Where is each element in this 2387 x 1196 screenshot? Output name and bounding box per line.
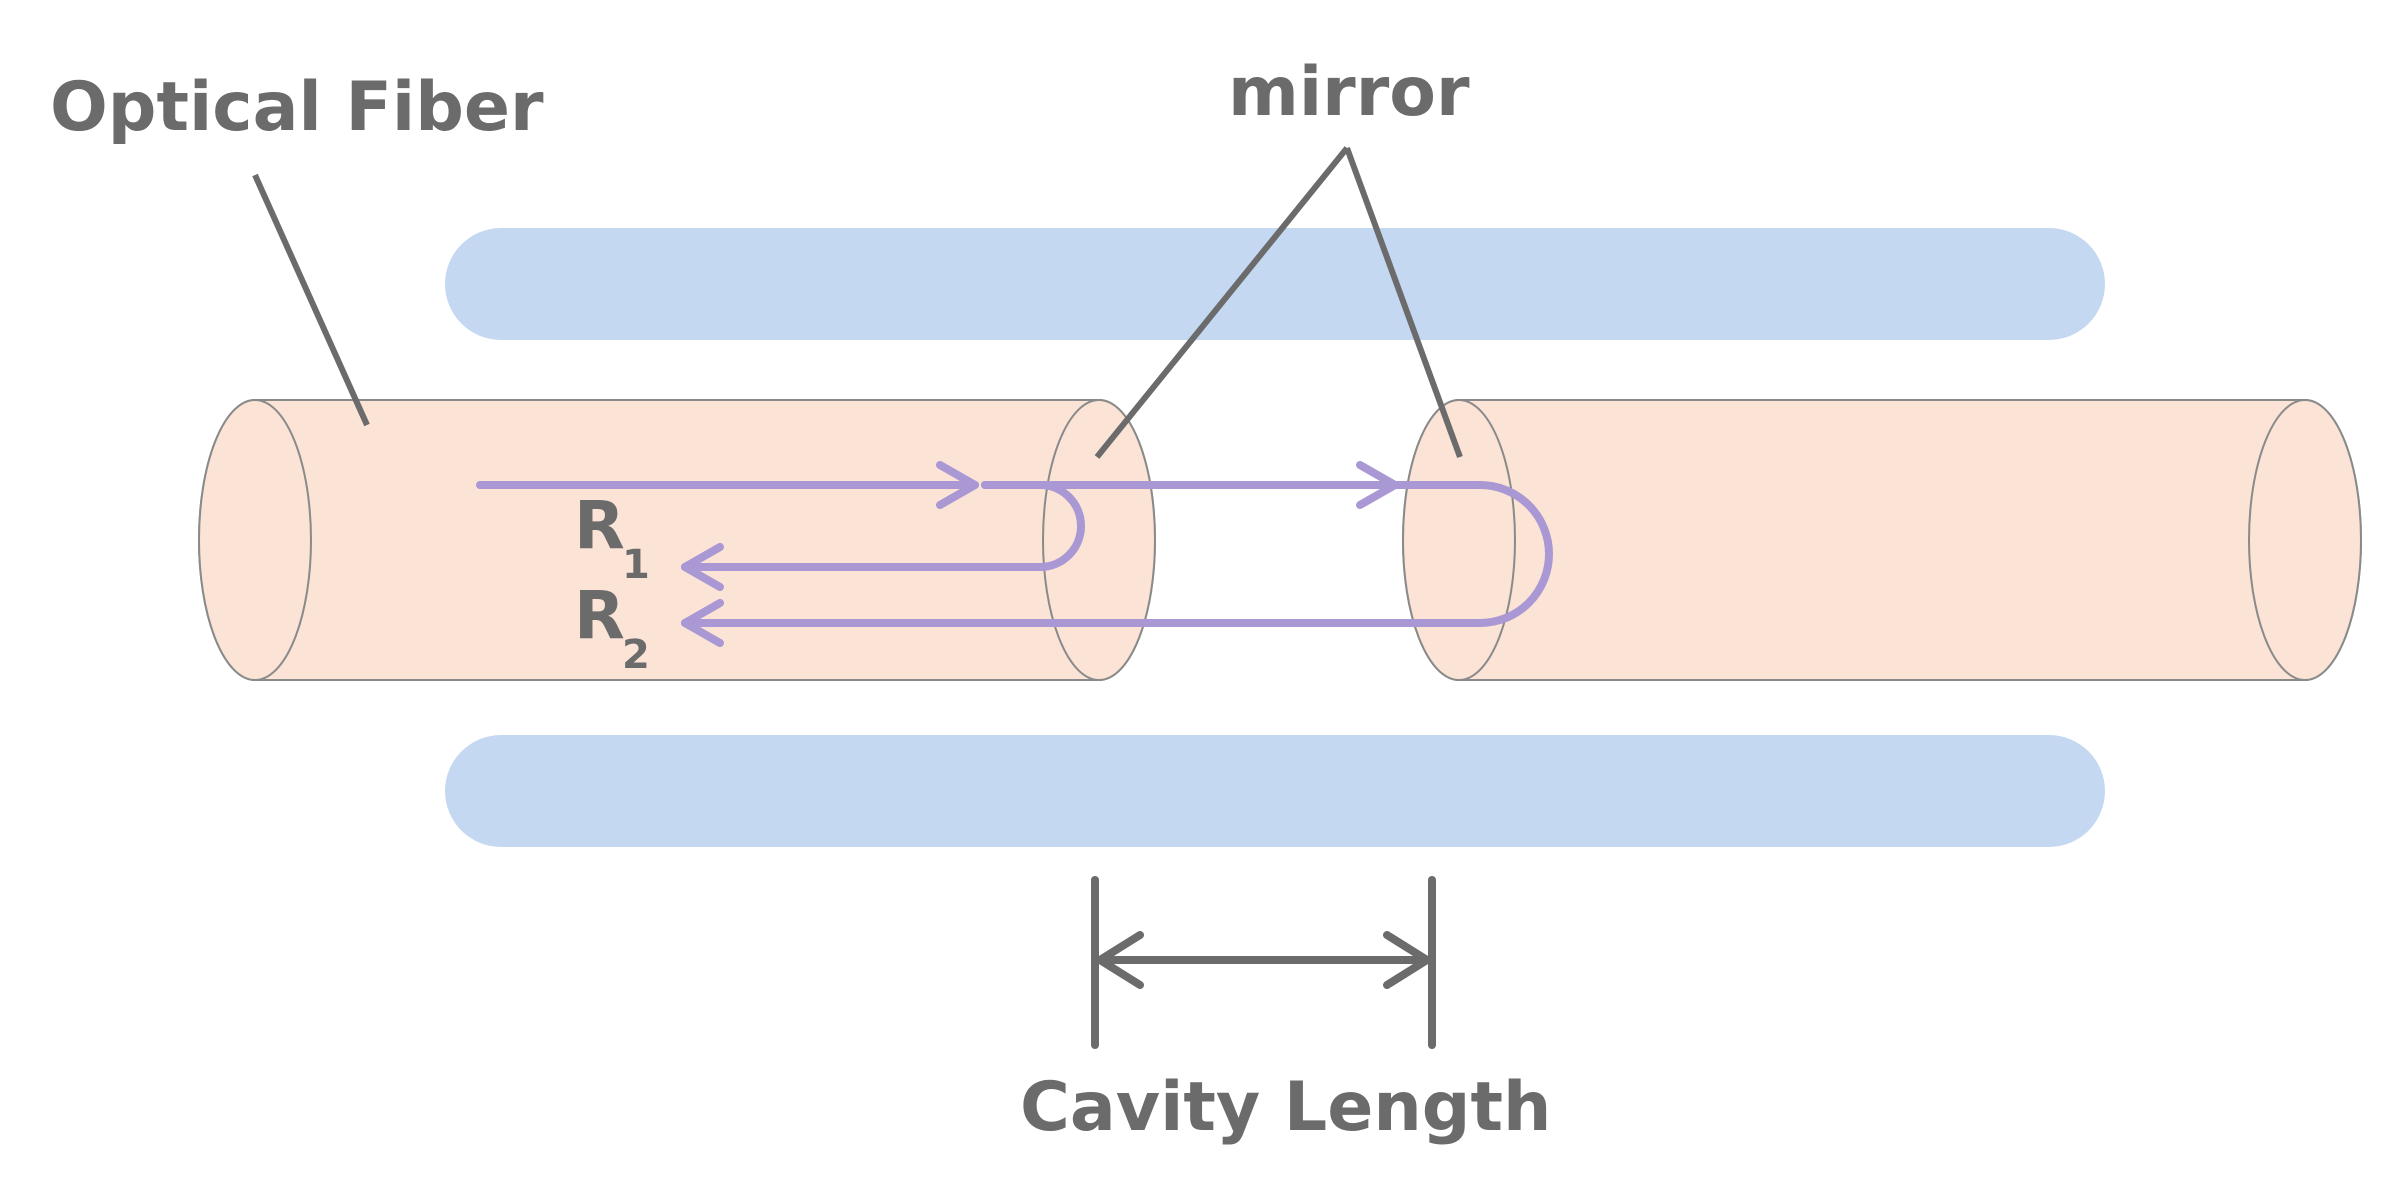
beam-paths [476,461,1553,647]
cavity-length-label: Cavity Length [1020,1068,1551,1147]
incident-beam-left-arrowhead [936,461,979,509]
r2-label-subscript: 2 [622,632,650,678]
reflection-r1-path [681,481,1085,571]
right-fiber [1402,399,2362,681]
left-fiber [198,399,1156,681]
reflection-r2-path [681,481,1553,627]
mirror-label: mirror [1228,53,1470,132]
r2-label-main: R [574,577,625,654]
capillary-tube-top-wall [445,228,2105,340]
right-fiber-mirror-face [1402,399,1516,681]
r1-label-main: R [574,487,625,564]
left-fiber-mirror-face [1042,399,1156,681]
reflection-r1-arrowhead [681,543,724,591]
r1-label: R 1 [574,487,650,588]
capillary-tube-bottom-wall [445,735,2105,847]
cavity-length-arrowhead-right [1383,931,1431,989]
r2-label: R 2 [574,577,650,678]
r1-label-subscript: 1 [622,542,650,588]
optical-fiber-label: Optical Fiber [50,68,544,147]
mirror-leader-line-left [1094,146,1350,459]
mirror-leader-line-right [1344,146,1463,459]
left-fiber-back-face [198,399,312,681]
optical-fiber-leader-line [252,173,370,427]
reflection-r2-arrowhead [681,599,724,647]
cavity-length-dimension [1091,876,1436,1049]
cavity-length-arrowhead-left [1096,931,1144,989]
right-fiber-end-face [2248,399,2362,681]
left-fiber-body [198,399,1156,681]
